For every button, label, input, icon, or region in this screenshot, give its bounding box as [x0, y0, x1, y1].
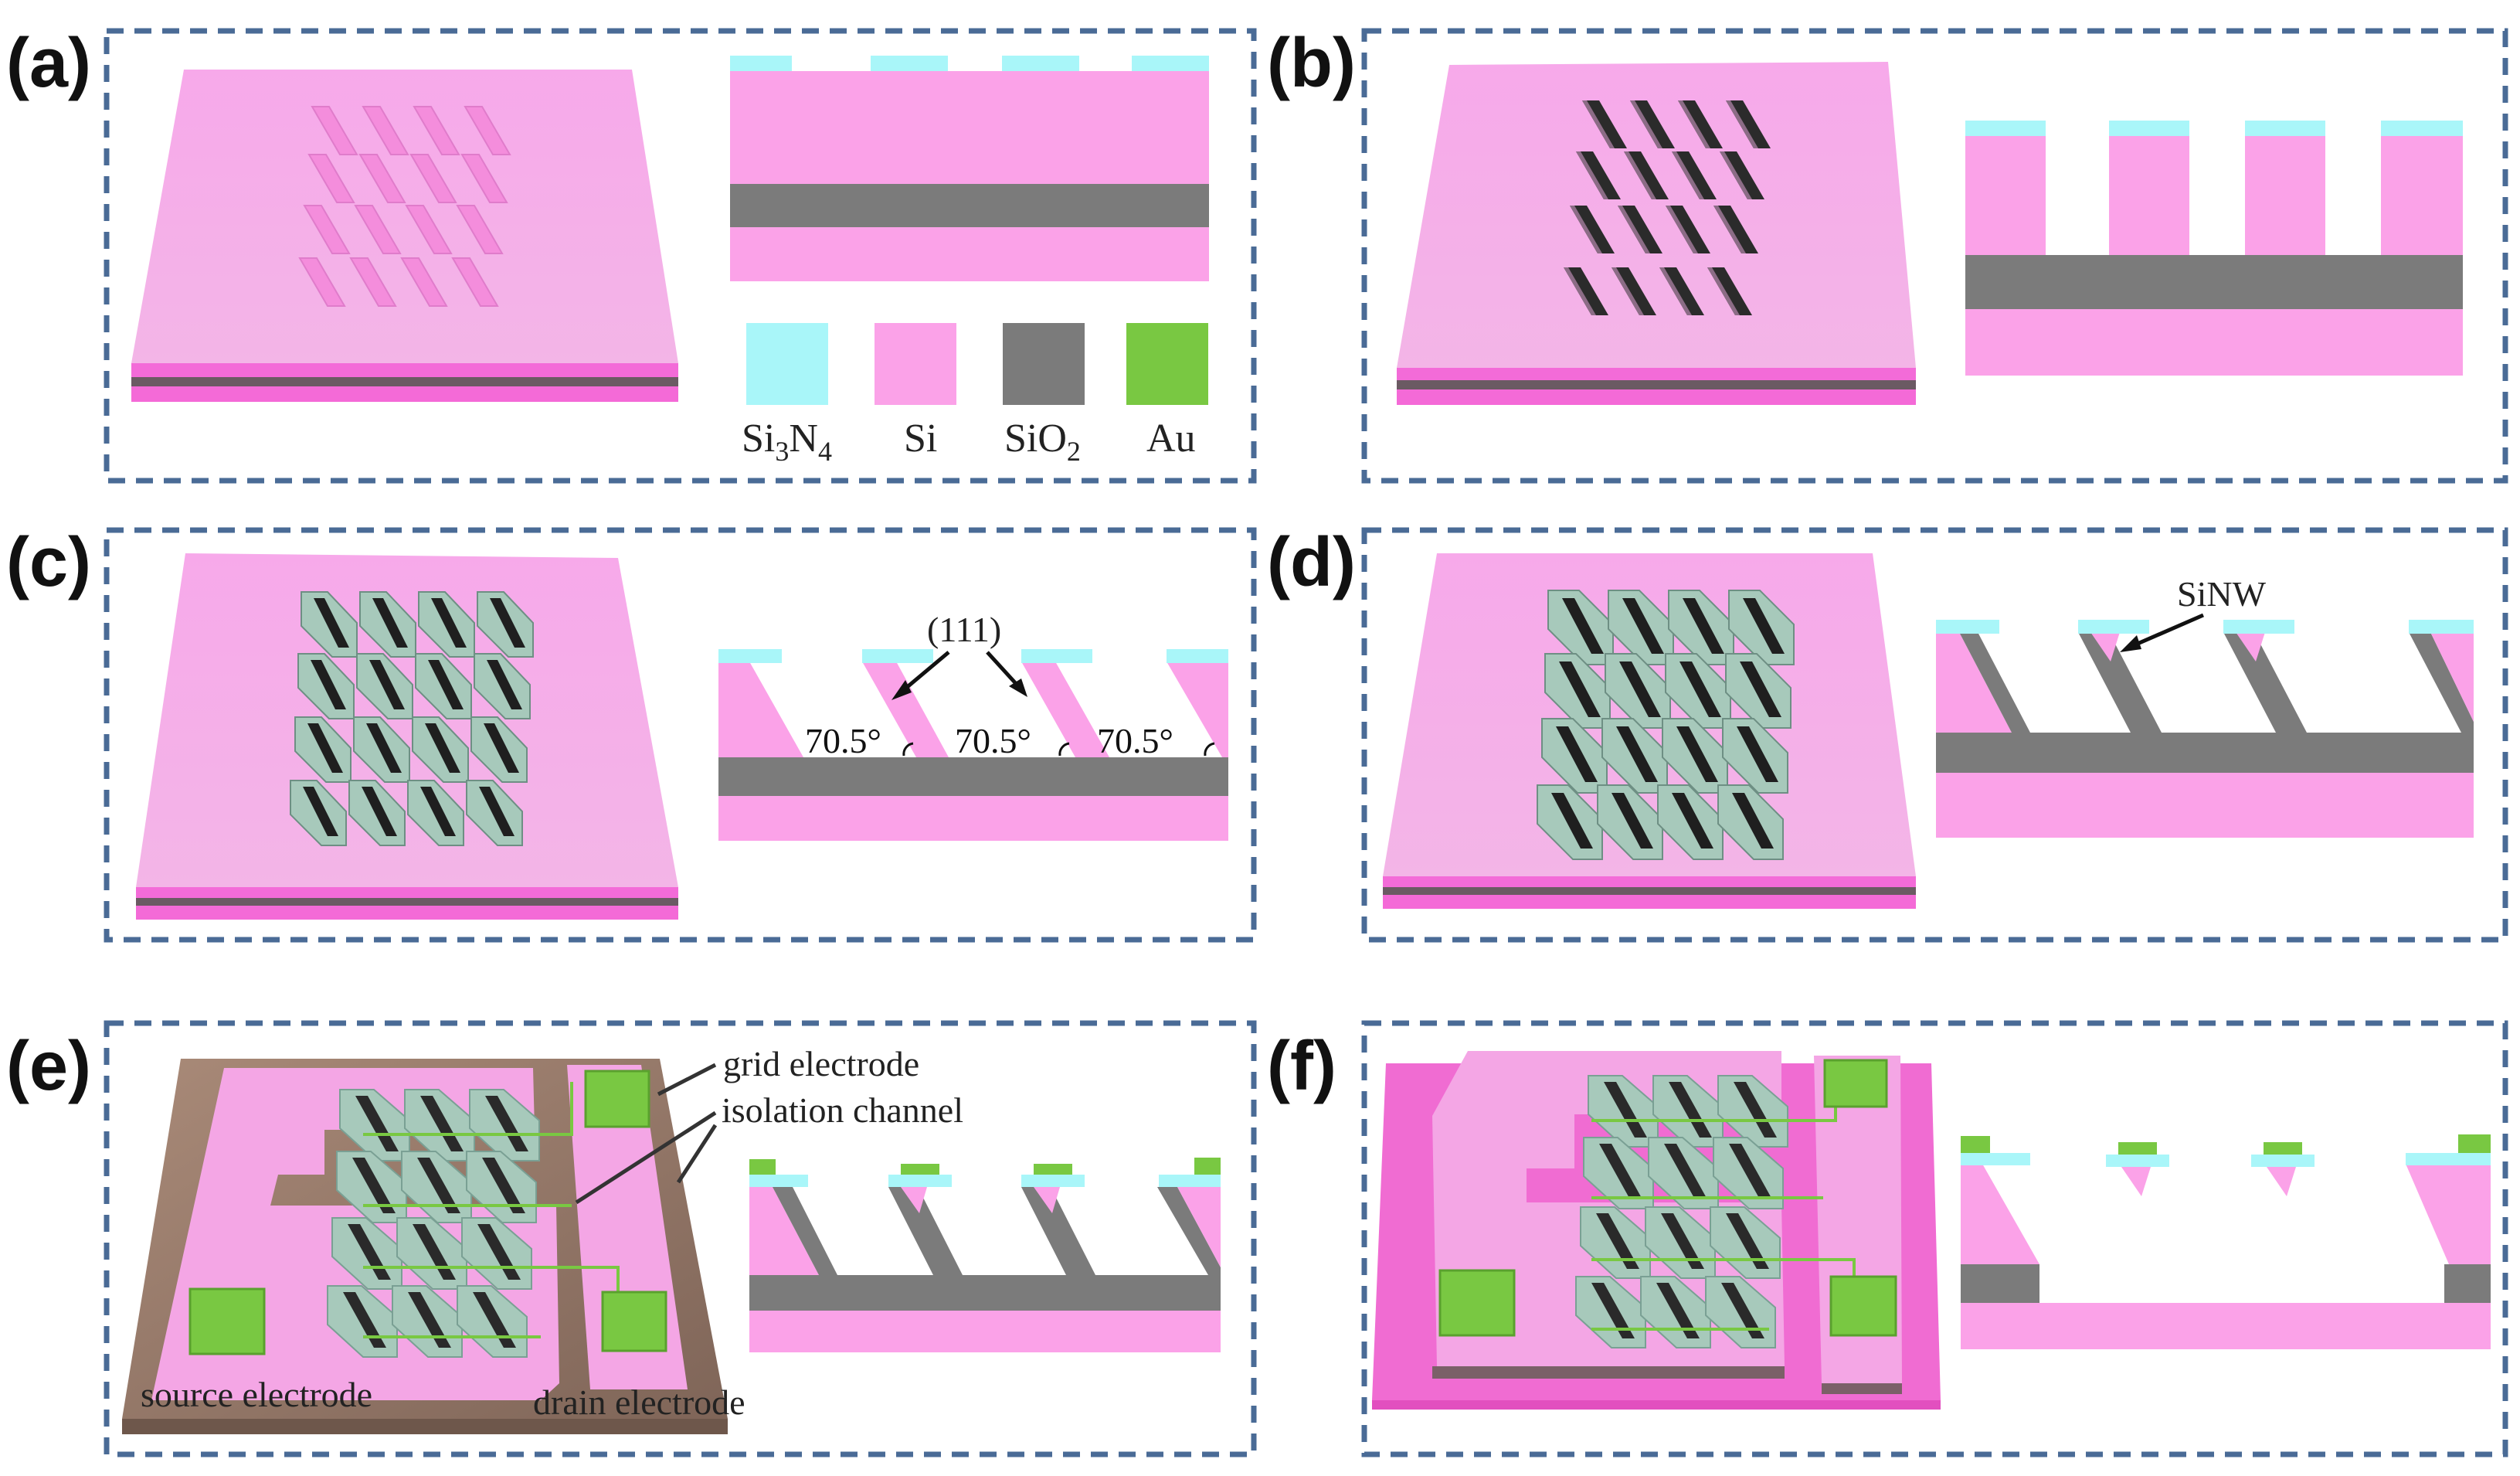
legend-label-si3n4: Si3N4	[742, 417, 832, 467]
panel-a: (a) Si3N4 Si	[6, 25, 1257, 484]
panel-f-device	[1372, 1051, 1941, 1410]
panel-f-drain-pad	[1829, 1275, 1897, 1337]
panel-c-label: (c)	[6, 524, 91, 601]
panel-f: (f)	[1267, 1020, 2508, 1457]
panel-e-grid-pad	[584, 1070, 650, 1128]
panel-c-3d-wafer	[136, 553, 678, 920]
panel-c: (c) (111)	[6, 524, 1257, 943]
legend-swatch-si	[875, 323, 956, 405]
panel-e-grooves	[327, 1089, 540, 1358]
panel-b: (b)	[1267, 25, 2508, 484]
panel-e-grid-label: grid electrode	[723, 1044, 919, 1083]
panel-a-3d-wafer	[131, 70, 678, 402]
panel-d-sinw-arrow	[2131, 613, 2204, 648]
panel-e-cross-section	[749, 1158, 1221, 1352]
panel-c-angle-3: 70.5°	[1097, 721, 1173, 760]
panel-e-label: (e)	[6, 1028, 91, 1105]
panel-d-sinw-label: SiNW	[2177, 574, 2267, 614]
panel-f-source-pad	[1438, 1269, 1516, 1337]
panel-a-frame	[104, 28, 1257, 484]
panel-c-angle-1: 70.5°	[805, 721, 881, 760]
legend-label-si: Si	[904, 417, 937, 461]
panel-d-grooves	[1537, 590, 1795, 860]
panel-d-label: (d)	[1267, 524, 1356, 601]
panel-f-cross-section	[1961, 1134, 2491, 1349]
panel-b-frame	[1361, 28, 2508, 484]
panel-a-cross-section	[730, 56, 1209, 281]
legend: Si3N4 Si SiO2 Au	[742, 323, 1208, 467]
panel-f-grid-pad	[1823, 1059, 1888, 1108]
panel-c-frame	[104, 527, 1257, 943]
panel-f-frame	[1361, 1020, 2508, 1457]
legend-swatch-au	[1126, 323, 1208, 405]
legend-swatch-si3n4	[746, 323, 828, 405]
panel-d-3d-wafer	[1383, 553, 1916, 909]
panel-e-frame	[104, 1020, 1257, 1457]
panel-e-isolation-label: isolation channel	[722, 1090, 963, 1130]
panel-f-label: (f)	[1267, 1028, 1336, 1105]
panel-e-device: grid electrode isolation channel source …	[122, 1044, 963, 1434]
panel-e-drain-label: drain electrode	[533, 1382, 745, 1422]
panel-c-angle-2: 70.5°	[955, 721, 1031, 760]
panel-e-source-pad	[188, 1287, 266, 1355]
panel-c-plane-label: (111)	[927, 610, 1001, 649]
panel-d-frame	[1361, 527, 2508, 943]
panel-c-arrow-right	[986, 651, 1021, 689]
panel-d: (d)	[1267, 524, 2508, 943]
panel-e-source-label: source electrode	[141, 1375, 372, 1414]
panel-c-cross-section: (111) 70.5° 70.5° 70.5°	[718, 610, 1228, 841]
panel-e-drain-pad	[601, 1291, 667, 1352]
panel-a-label: (a)	[6, 25, 91, 102]
panel-c-arrow-left	[899, 651, 950, 694]
panel-b-3d-wafer	[1397, 62, 1916, 405]
legend-label-sio2: SiO2	[1004, 417, 1081, 467]
panel-e: (e) grid electrode isolation channel	[6, 1020, 1257, 1457]
legend-label-au: Au	[1146, 417, 1196, 461]
legend-swatch-sio2	[1003, 323, 1085, 405]
panel-b-label: (b)	[1267, 25, 1356, 102]
panel-d-cross-section: SiNW	[1936, 574, 2474, 838]
panel-b-cross-section	[1965, 121, 2463, 376]
